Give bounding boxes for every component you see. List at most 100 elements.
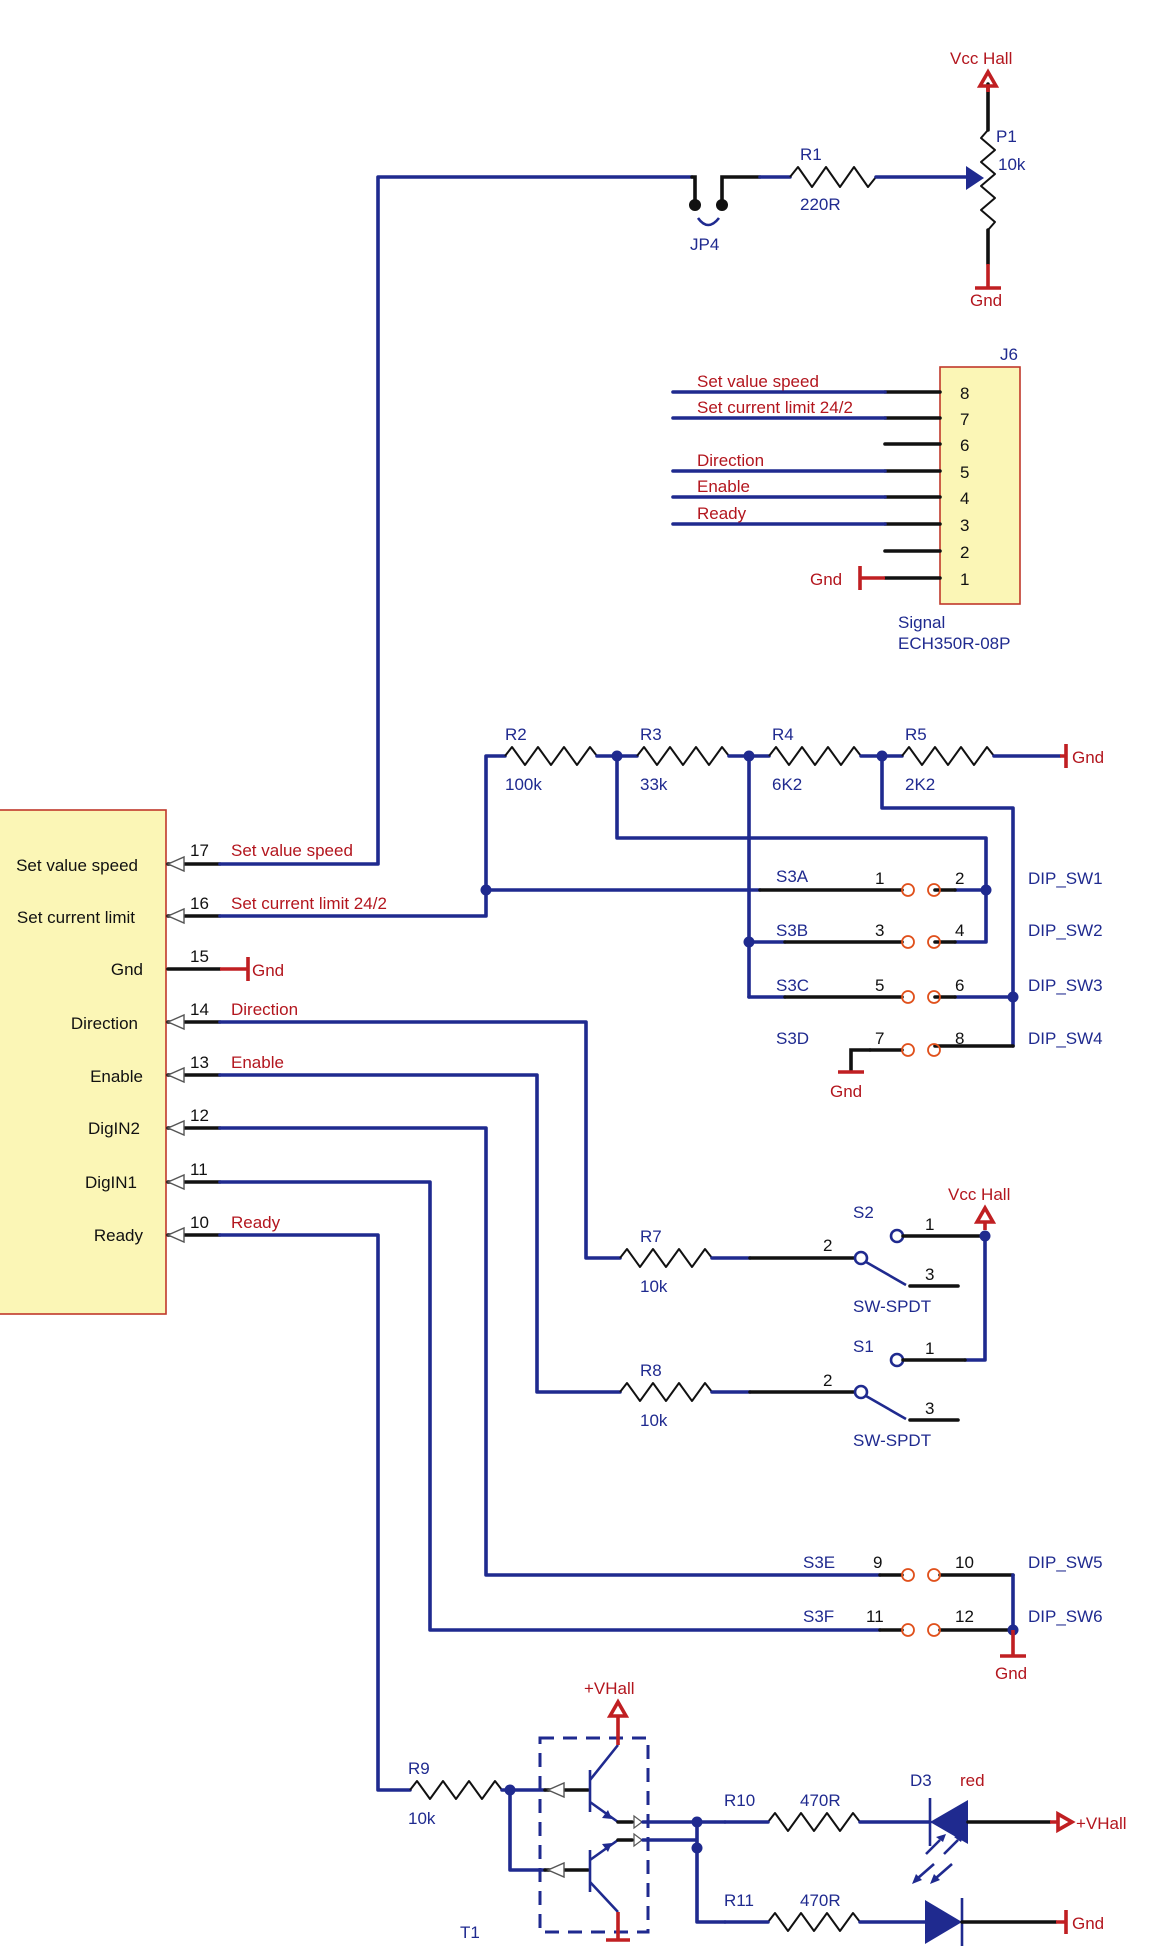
component-value: 470R [800,1791,841,1810]
dip-label: DIP_SW2 [1028,921,1103,940]
net-label: Enable [697,477,750,496]
controller-pin-number: 12 [190,1106,209,1125]
dip-label: DIP_SW6 [1028,1607,1103,1626]
component-ref: S3B [776,921,808,940]
connector-pin-number: 1 [960,570,969,589]
component-ref: S2 [853,1203,874,1222]
transistor-t1: +VHall T1 [460,1679,650,1942]
ground-label: Gnd [970,291,1002,310]
component-value: 6K2 [772,775,802,794]
pin-number: 1 [925,1215,934,1234]
connector-part: ECH350R-08P [898,634,1010,653]
resistor-r8: R8 10k [619,1361,857,1430]
jumper-jp4: JP4 [689,175,762,254]
ground-label: Gnd [995,1664,1027,1683]
controller-pin-number: 15 [190,947,209,966]
pin-number: 5 [875,976,884,995]
component-ref: S3F [803,1607,834,1626]
net-label: Set current limit 24/2 [231,894,387,913]
resistor-r11: R11 470R [723,1891,927,1932]
connector-pin-number: 6 [960,436,969,455]
ladder-tap-wires [615,754,1015,1048]
pin-number: 3 [925,1265,934,1284]
controller-pin-label: Gnd [111,960,143,979]
connector-pin-number: 2 [960,543,969,562]
controller-pin-label: Direction [71,1014,138,1033]
ground-symbol: Gnd [220,957,284,981]
controller-pin-number: 17 [190,841,209,860]
component-value: 100k [505,775,542,794]
component-ref: R3 [640,725,662,744]
dip-switch-s3: S3A S3B S3C S3D 1 2 3 4 5 6 7 8 DIP_SW1 … [758,867,1103,1057]
resistor-r1: R1 220R [758,145,970,214]
controller-pin-label: Ready [94,1226,144,1245]
dip-wires [484,888,1015,999]
pin-number: 1 [875,869,884,888]
wire-digin [218,1126,882,1632]
net-label: Set current limit 24/2 [697,398,853,417]
resistor-r9: R9 10k [408,1759,547,1872]
ground-label: Gnd [1072,748,1104,767]
ground-symbol: Gnd [995,1630,1027,1683]
component-ref: R4 [772,725,794,744]
component-ref: R9 [408,1759,430,1778]
dip-label: DIP_SW3 [1028,976,1103,995]
controller-pin-stubs: 17 16 15 14 13 12 11 10 Set value speed … [166,841,387,1244]
component-ref: R10 [724,1791,755,1810]
controller-pin-label: Set current limit [17,908,135,927]
controller-connector: Set value speed Set current limit Gnd Di… [0,809,167,1315]
dip-label: DIP_SW1 [1028,869,1103,888]
pin-number: 2 [955,869,964,888]
wire-direction-enable [218,1020,622,1394]
wire-vcc-hall [963,1234,987,1362]
controller-pin-label: DigIN2 [88,1119,140,1138]
component-ref: T1 [460,1923,480,1942]
ground-label: Gnd [252,961,284,980]
component-ref: R2 [505,725,527,744]
pin-number: 11 [866,1607,884,1626]
component-ref: R11 [724,1891,754,1910]
controller-pin-number: 13 [190,1053,209,1072]
component-ref: R1 [800,145,822,164]
component-value: 10k [408,1809,436,1828]
connector-pin-number: 5 [960,463,969,482]
component-ref: R8 [640,1361,662,1380]
connector-pin-number: 8 [960,384,969,403]
resistor-ladder: Gnd R2 100k R3 33k R4 6K2 R5 2K2 [504,725,1104,794]
controller-pin-number: 10 [190,1213,209,1232]
component-type: SW-SPDT [853,1431,931,1450]
controller-pin-label: Enable [90,1067,143,1086]
component-value: 220R [800,195,841,214]
power-label: Vcc Hall [948,1185,1010,1204]
connector-pin-number: 3 [960,516,969,535]
connector-pin-number: 4 [960,489,969,508]
wire-set-value-speed [218,175,694,866]
switch-s1: S1 1 2 3 SW-SPDT [823,1337,967,1450]
potentiometer-p1: P1 10k [966,82,1026,290]
ground-label: Gnd [1072,1914,1104,1933]
ground-symbol: Gnd [830,1048,872,1101]
led-driver-wires [641,1820,727,1924]
component-type: SW-SPDT [853,1297,931,1316]
net-label: Direction [697,451,764,470]
component-ref: D3 [910,1771,932,1790]
component-ref: P1 [996,127,1017,146]
wire-set-current-limit [218,754,507,918]
power-label: +VHall [584,1679,635,1698]
component-value: 10k [640,1411,668,1430]
component-ref: S3E [803,1553,835,1572]
controller-pin-number: 11 [190,1160,208,1179]
component-value: 10k [998,155,1026,174]
pin-number: 7 [875,1029,884,1048]
resistor-r10: R10 470R [723,1791,932,1832]
controller-pin-number: 16 [190,894,209,913]
net-label: Enable [231,1053,284,1072]
wire-ready [218,1233,412,1792]
pin-number: 2 [823,1371,832,1390]
led-d3: D3 red +VHall [910,1771,1127,1846]
component-ref: S3A [776,867,809,886]
pin-number: 1 [925,1339,934,1358]
led-color: red [960,1771,985,1790]
component-ref: J6 [1000,345,1018,364]
